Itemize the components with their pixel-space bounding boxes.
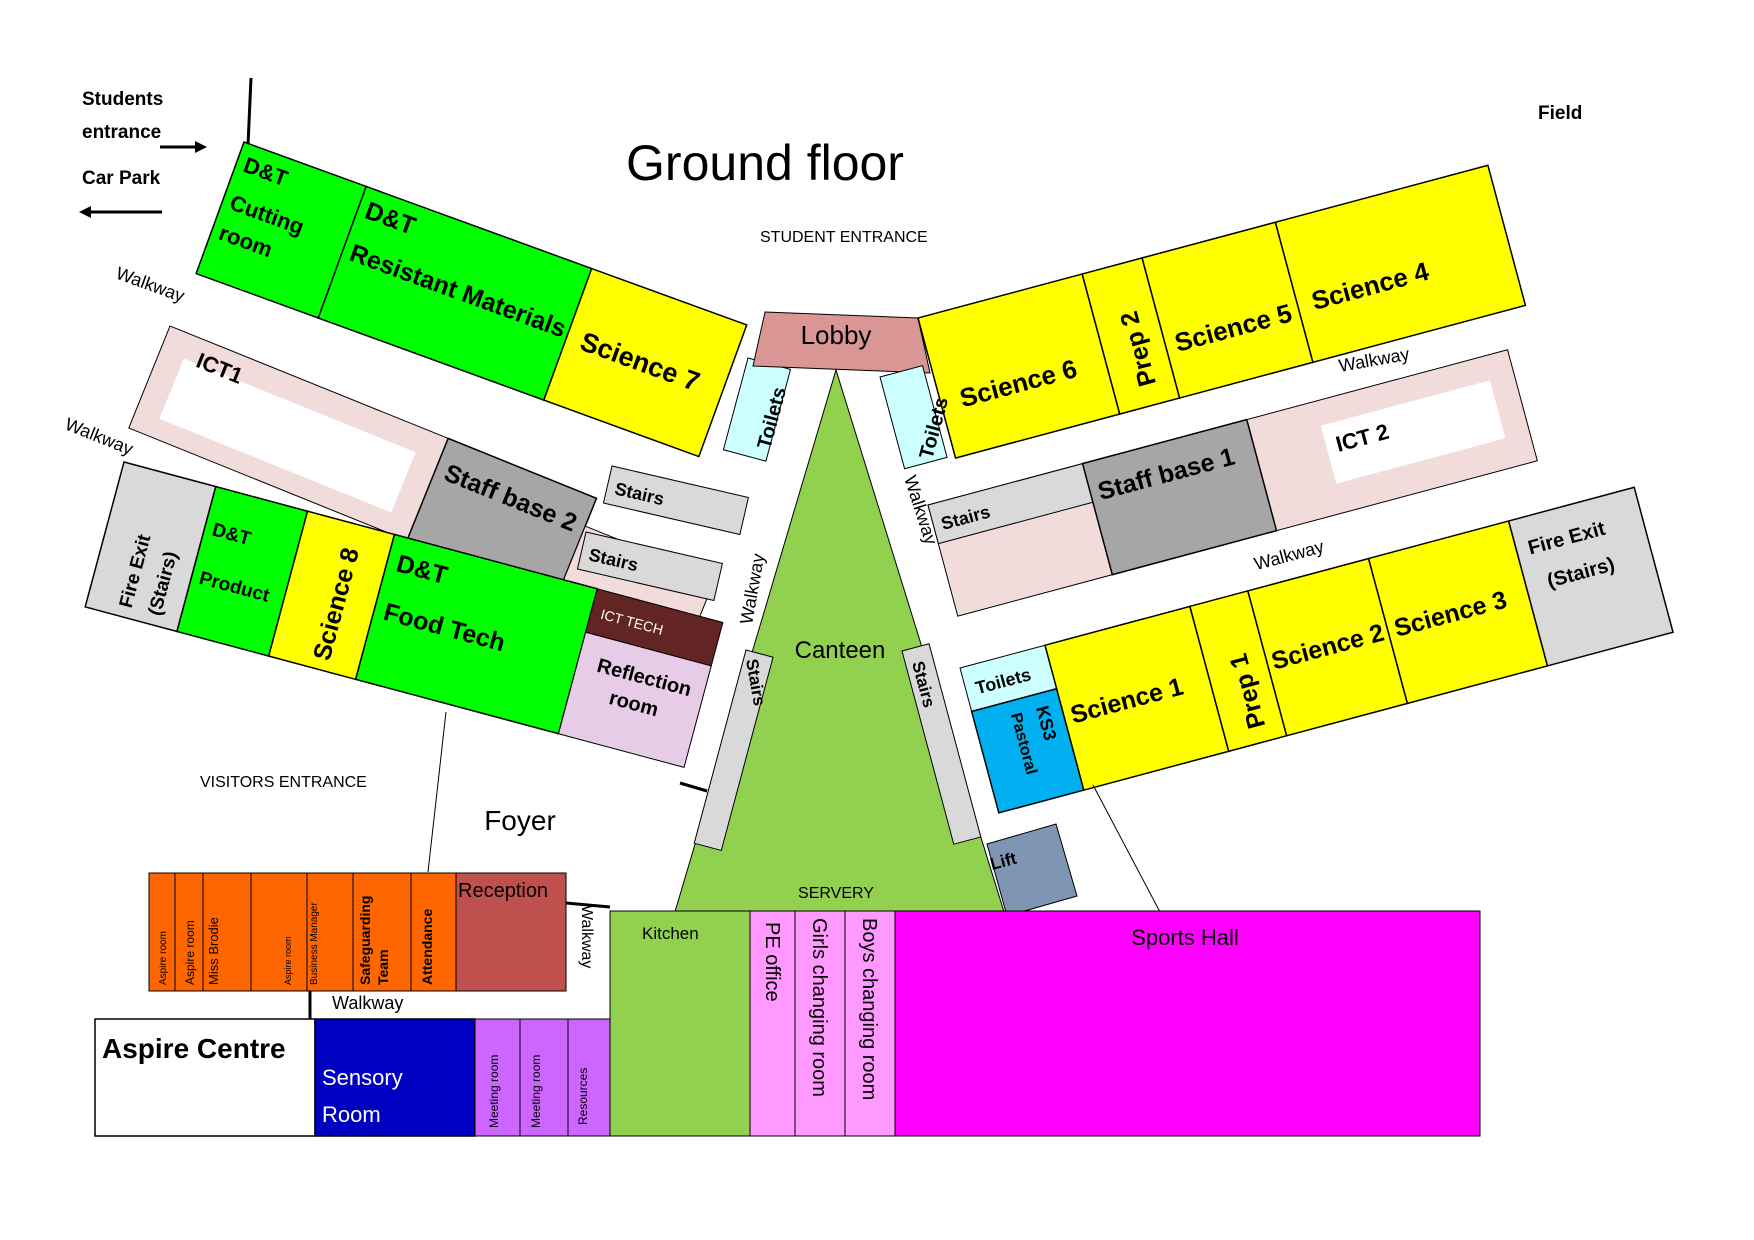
fire-exit-right[interactable]: [1507, 486, 1674, 667]
field-label: Field: [1538, 103, 1582, 124]
toilets-right[interactable]: [879, 364, 948, 470]
ict1-inner: [159, 358, 416, 513]
aspire-room-1-label: Aspire room: [158, 931, 169, 985]
entrance-wall: [246, 77, 253, 146]
resources-label: Resources: [576, 1068, 590, 1125]
attendance-label: Attendance: [419, 909, 435, 985]
foyer-wall: [679, 781, 708, 793]
servery-label: SERVERY: [798, 885, 874, 902]
aspire-centre-label: Aspire Centre: [102, 1033, 286, 1064]
foyer-label: Foyer: [484, 805, 556, 836]
sports-hall-label: Sports Hall: [1131, 925, 1239, 950]
sensory-room-label-1: Sensory: [322, 1065, 403, 1090]
safeguarding-team[interactable]: [352, 872, 412, 992]
visitors-entrance-label: VISITORS ENTRANCE: [200, 774, 367, 791]
stairs-b-group: Stairs: [576, 531, 724, 602]
aspire-room-3[interactable]: [250, 872, 308, 992]
top-right-wing: Science 6 Prep 2 Science 5 Science 4: [917, 164, 1527, 459]
aspire-room-2[interactable]: [174, 872, 204, 992]
map-title: Ground floor: [626, 135, 904, 191]
reception[interactable]: [455, 872, 567, 992]
sports-hall[interactable]: [894, 910, 1481, 1137]
reflection-room[interactable]: [557, 631, 712, 768]
staff-base-1[interactable]: [1081, 418, 1278, 576]
walkway-aspire-label: Walkway: [332, 993, 403, 1013]
aspire-centre[interactable]: [94, 1018, 316, 1137]
meeting-room-2-label: Meeting room: [529, 1055, 543, 1128]
student-entrance-label: STUDENT ENTRANCE: [760, 229, 928, 246]
stairs-canteen-right[interactable]: [901, 643, 982, 845]
meeting-room-2[interactable]: [519, 1018, 569, 1137]
safeguarding-label-2: Team: [375, 949, 391, 985]
safeguarding-label-1: Safeguarding: [357, 896, 373, 985]
toilets-right-group: [879, 364, 948, 470]
students-entrance-label-line1: Students: [82, 89, 163, 110]
top-left-wing: D&T Cutting room D&T Resistant Materials…: [113, 141, 748, 458]
miss-brodie-label: Miss Brodie: [206, 917, 221, 985]
lobby[interactable]: [752, 311, 931, 374]
boys-changing-room[interactable]: [844, 910, 896, 1137]
aspire-room-3-label: Aspire room: [283, 936, 293, 985]
students-entrance-label-line2: entrance: [82, 122, 161, 143]
kitchen[interactable]: [609, 910, 751, 1137]
bottom-row: Aspire Centre Sensory Room Meeting room …: [94, 910, 1481, 1137]
science-4[interactable]: [1274, 164, 1527, 364]
stairs-canteen-left-group: [693, 649, 774, 852]
attendance[interactable]: [410, 872, 457, 992]
lower-right-wing: Toilets KS3 Pastoral Science 1 Prep 1 Sc…: [959, 486, 1674, 814]
leader-line-food-tech: [427, 711, 447, 873]
walkway-middle-left-label: Walkway: [62, 414, 136, 459]
car-park-label: Car Park: [82, 168, 161, 189]
left-arrow-icon: [79, 206, 162, 218]
lower-left-wing: Fire Exit (Stairs) D&T Product Science 8…: [84, 461, 724, 768]
lift[interactable]: [986, 823, 1078, 917]
stairs-canteen-right-group: [901, 643, 982, 845]
stairs-a[interactable]: [602, 465, 750, 536]
walkway-upper-left-label: Walkway: [113, 263, 187, 306]
sensory-room-label-2: Room: [322, 1102, 381, 1127]
business-manager-label: Business Manager: [309, 902, 320, 985]
ict2-inner: [1320, 380, 1506, 484]
science-7[interactable]: [542, 267, 748, 458]
meeting-room-1[interactable]: [474, 1018, 521, 1137]
aspire-room-2-label: Aspire room: [183, 920, 197, 985]
meeting-room-1-label: Meeting room: [487, 1055, 501, 1128]
admin-row: Aspire room Aspire room Miss Brodie Aspi…: [148, 872, 567, 992]
pe-office-label: PE office: [761, 922, 783, 1002]
stairs-canteen-left[interactable]: [693, 649, 774, 852]
aspire-room-1[interactable]: [148, 872, 176, 992]
walkway-foyer-label: Walkway: [578, 905, 595, 968]
girls-changing-room[interactable]: [794, 910, 846, 1137]
kitchen-label: Kitchen: [642, 924, 699, 943]
business-manager[interactable]: [306, 872, 354, 992]
stairs-b[interactable]: [576, 531, 724, 602]
lobby-label: Lobby: [801, 320, 872, 350]
reception-label: Reception: [458, 880, 548, 902]
resources[interactable]: [567, 1018, 611, 1137]
pe-office[interactable]: [749, 910, 796, 1137]
reception-wall: [565, 901, 611, 909]
leader-line-ks3: [1092, 784, 1161, 913]
ict1-block: ICT1 Staff base 2 Walkway: [62, 325, 716, 654]
stairs-a-group: Stairs: [602, 465, 750, 536]
girls-changing-label: Girls changing room: [808, 918, 830, 1097]
walkway-middle-right-label: Walkway: [1252, 536, 1326, 574]
miss-brodie[interactable]: [202, 872, 252, 992]
boys-changing-label: Boys changing room: [858, 918, 880, 1100]
canteen-label: Canteen: [795, 637, 886, 664]
right-arrow-icon: [160, 141, 207, 153]
